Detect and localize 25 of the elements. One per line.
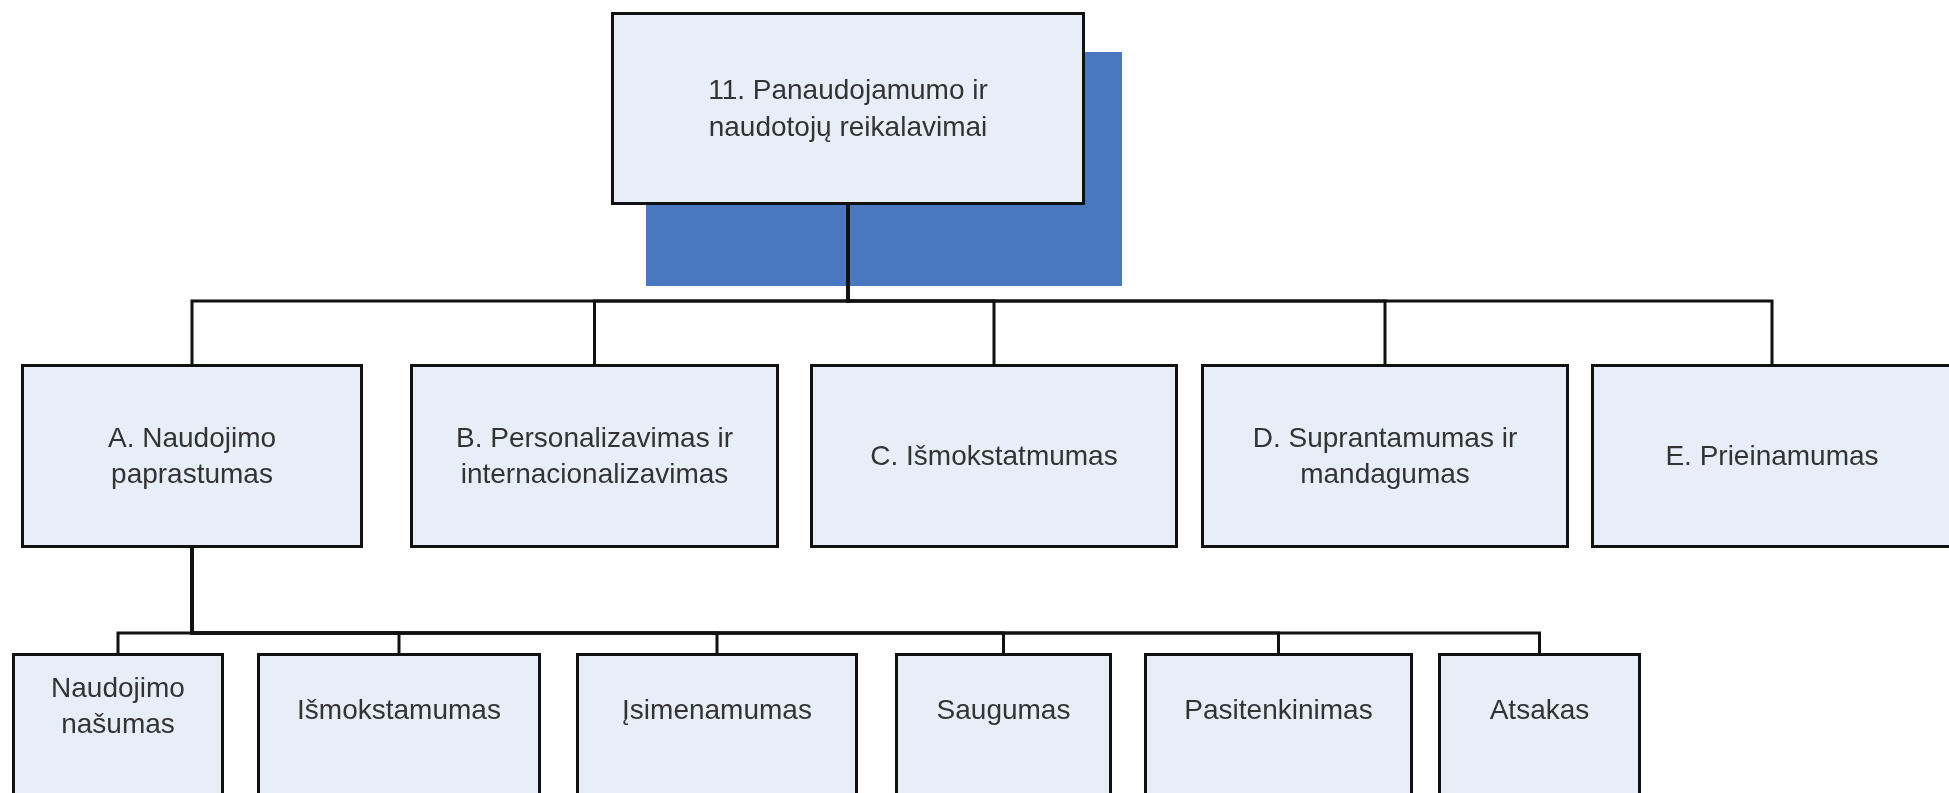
category-box	[1201, 364, 1569, 548]
category-box	[895, 653, 1112, 793]
category-box	[1591, 364, 1949, 548]
category-box	[810, 364, 1178, 548]
box-label: 11. Panaudojamumo ir naudotojų reikalavimai	[707, 73, 989, 144]
category-box	[1438, 653, 1641, 793]
box-label: Įsimenamumas	[622, 693, 812, 727]
box-label: B. Personalizavimas ir internacionalizavimas	[455, 420, 734, 491]
category-box	[410, 364, 779, 548]
box-label: Išmokstamumas	[297, 693, 501, 727]
box-label: C. Išmokstatmumas	[870, 438, 1118, 473]
category-box	[21, 364, 363, 548]
box-label: Saugumas	[936, 693, 1071, 727]
root-box	[611, 12, 1085, 205]
category-box	[257, 653, 541, 793]
box-label: E. Prieinamumas	[1665, 438, 1879, 473]
category-box	[1144, 653, 1413, 793]
category-box	[576, 653, 858, 793]
box-label: Atsakas	[1489, 693, 1590, 727]
box-label: Pasitenkinimas	[1184, 693, 1373, 727]
box-label: A. Naudojimo paprastumas	[106, 420, 278, 491]
category-box	[12, 653, 224, 793]
connector-line	[846, 205, 1774, 364]
box-label: Naudojimo našumas	[50, 671, 186, 742]
box-label: D. Suprantamumas ir mandagumas	[1251, 420, 1519, 491]
